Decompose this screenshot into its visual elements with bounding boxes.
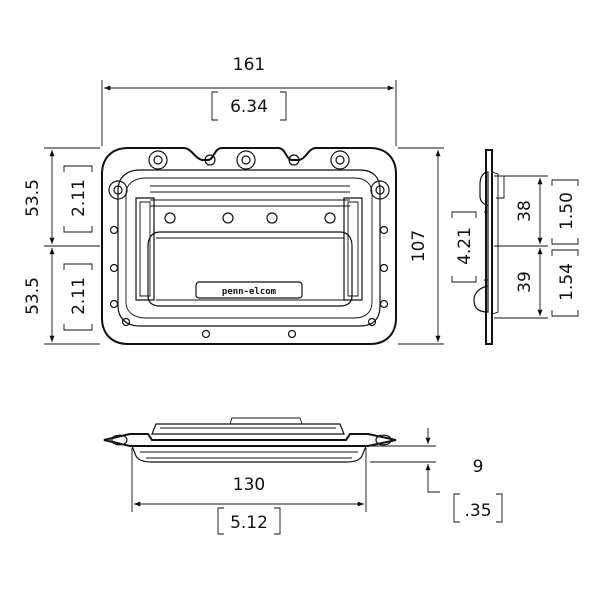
- dish-inner-recess: [117, 169, 381, 327]
- side-body: [473, 171, 489, 313]
- logo-text: penn-elcom: [222, 287, 277, 297]
- side-upper-in-label: 1.50: [557, 192, 577, 230]
- depth-in-label: .35: [464, 501, 491, 521]
- depth-mm-label: 9: [473, 457, 484, 477]
- bottom-width-in-label: 5.12: [230, 513, 268, 533]
- height-in-label: 4.21: [455, 227, 475, 265]
- height-mm-label: 107: [409, 230, 429, 262]
- dimension-height: 107 4.21: [398, 147, 477, 345]
- bottom-half-mm-label: 53.5: [23, 277, 43, 315]
- side-view: 38 39 1.50 1.54: [473, 149, 579, 345]
- width-in-label: 6.34: [230, 97, 268, 117]
- bottom-view: 130 5.12 9 .35: [103, 417, 503, 535]
- mid-holes: [164, 212, 336, 224]
- handle-grip: [147, 231, 353, 307]
- logo-badge: [195, 281, 303, 299]
- bottom-flange: [103, 433, 397, 447]
- bottom-width-mm-label: 130: [233, 475, 265, 495]
- front-view: penn-elcom: [101, 147, 397, 345]
- top-half-mm-label: 53.5: [23, 179, 43, 217]
- side-upper-mm-label: 38: [515, 200, 535, 222]
- top-screw-holes: [108, 150, 390, 200]
- perimeter-holes: [109, 225, 389, 339]
- dish-outer-plate: [101, 147, 397, 345]
- bottom-half-in-label: 2.11: [69, 277, 89, 315]
- dimension-width: 161 6.34: [101, 55, 397, 146]
- top-half-in-label: 2.11: [69, 179, 89, 217]
- bottom-handle-top: [151, 423, 345, 435]
- bottom-dish: [131, 445, 367, 463]
- side-lower-mm-label: 39: [515, 271, 535, 293]
- dimension-left-halves: 53.5 53.5 2.11 2.11: [23, 147, 100, 345]
- side-flange: [485, 149, 493, 345]
- handle-right-arm: [343, 197, 363, 301]
- handle-left-arm: [135, 197, 155, 301]
- width-mm-label: 161: [233, 55, 265, 75]
- side-lower-in-label: 1.54: [557, 263, 577, 301]
